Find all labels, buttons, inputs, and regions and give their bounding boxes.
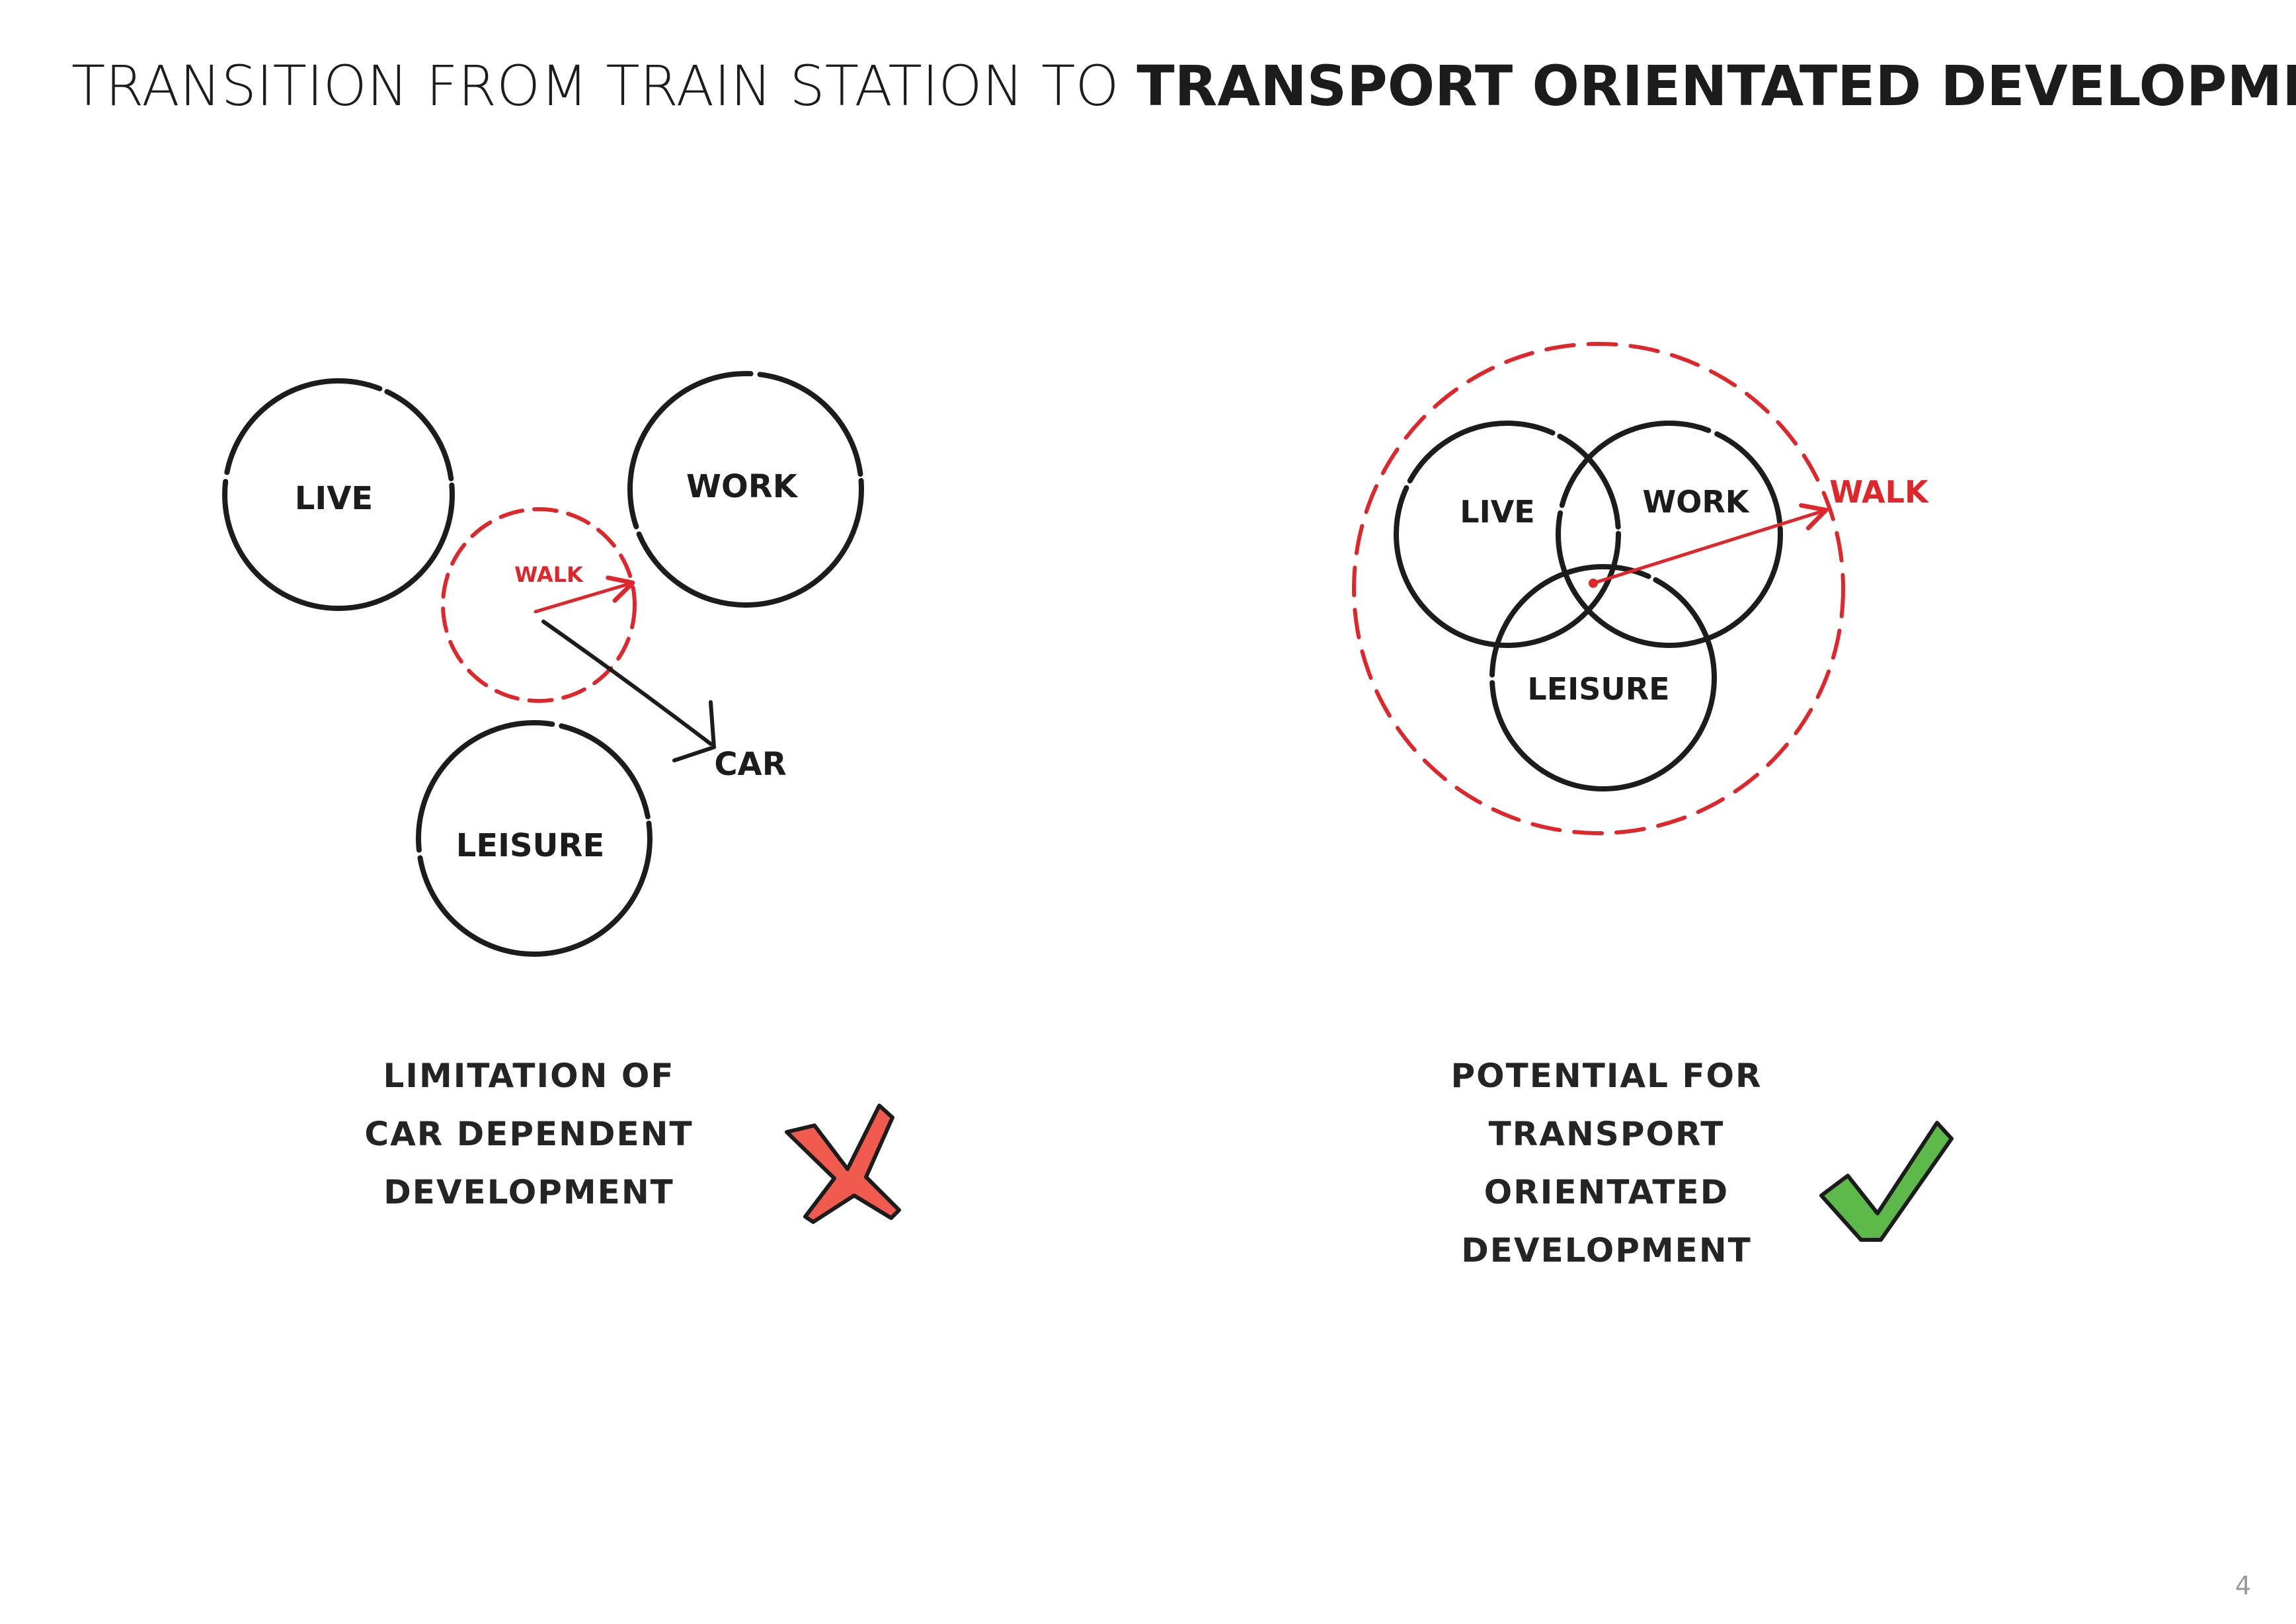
- right-caption-line: DEVELOPMENT: [1461, 1231, 1752, 1270]
- right-walk-arrow: [1591, 503, 1829, 585]
- left-car-arrow: [541, 620, 713, 746]
- right-leisure-circle: [1489, 564, 1717, 792]
- page-number: 4: [2235, 1571, 2251, 1600]
- left-walk-arrow: [534, 575, 635, 614]
- right-leisure-label: LEISURE: [1527, 671, 1669, 707]
- left-work-label: WORK: [686, 468, 799, 505]
- right-live-label: LIVE: [1460, 494, 1534, 530]
- left-leisure-circle: [416, 720, 653, 957]
- right-live-circle: [1394, 421, 1621, 648]
- page-title: TRANSITION FROM TRAIN STATION TO TRANSPO…: [71, 58, 2296, 114]
- left-car-arrowhead: [672, 700, 716, 762]
- left-walk-circle: [441, 507, 637, 703]
- left-live-circle: [222, 378, 455, 611]
- page-title-light: TRANSITION FROM TRAIN STATION TO: [71, 54, 1137, 118]
- left-caption-line: LIMITATION OF: [383, 1057, 675, 1095]
- right-work-label: WORK: [1643, 484, 1751, 520]
- left-car-label: CAR: [714, 746, 786, 783]
- left-caption-line: CAR DEPENDENT: [364, 1115, 693, 1153]
- right-caption: POTENTIAL FOR TRANSPORT ORIENTATED DEVEL…: [1395, 1047, 1818, 1279]
- right-walk-label: WALK: [1829, 474, 1930, 510]
- left-caption-line: DEVELOPMENT: [383, 1173, 674, 1211]
- left-diagram: LIVE WORK LEISURE WALK CAR: [222, 371, 864, 957]
- cross-icon: [785, 1104, 901, 1224]
- right-diagram: LIVE WORK LEISURE WALK: [1352, 342, 1930, 835]
- right-caption-line: ORIENTATED: [1484, 1173, 1729, 1211]
- check-icon: [1819, 1121, 1954, 1242]
- page-title-bold: TRANSPORT ORIENTATED DEVELOPMENT: [1136, 54, 2296, 118]
- right-work-circle: [1556, 421, 1783, 648]
- right-caption-line: POTENTIAL FOR: [1450, 1057, 1762, 1095]
- right-caption-line: TRANSPORT: [1488, 1115, 1725, 1153]
- left-leisure-label: LEISURE: [456, 827, 605, 864]
- right-walk-circle: [1352, 342, 1845, 835]
- left-live-label: LIVE: [295, 480, 373, 517]
- left-work-circle: [627, 371, 864, 608]
- left-caption: LIMITATION OF CAR DEPENDENT DEVELOPMENT: [317, 1047, 740, 1221]
- left-walk-label: WALK: [514, 562, 584, 587]
